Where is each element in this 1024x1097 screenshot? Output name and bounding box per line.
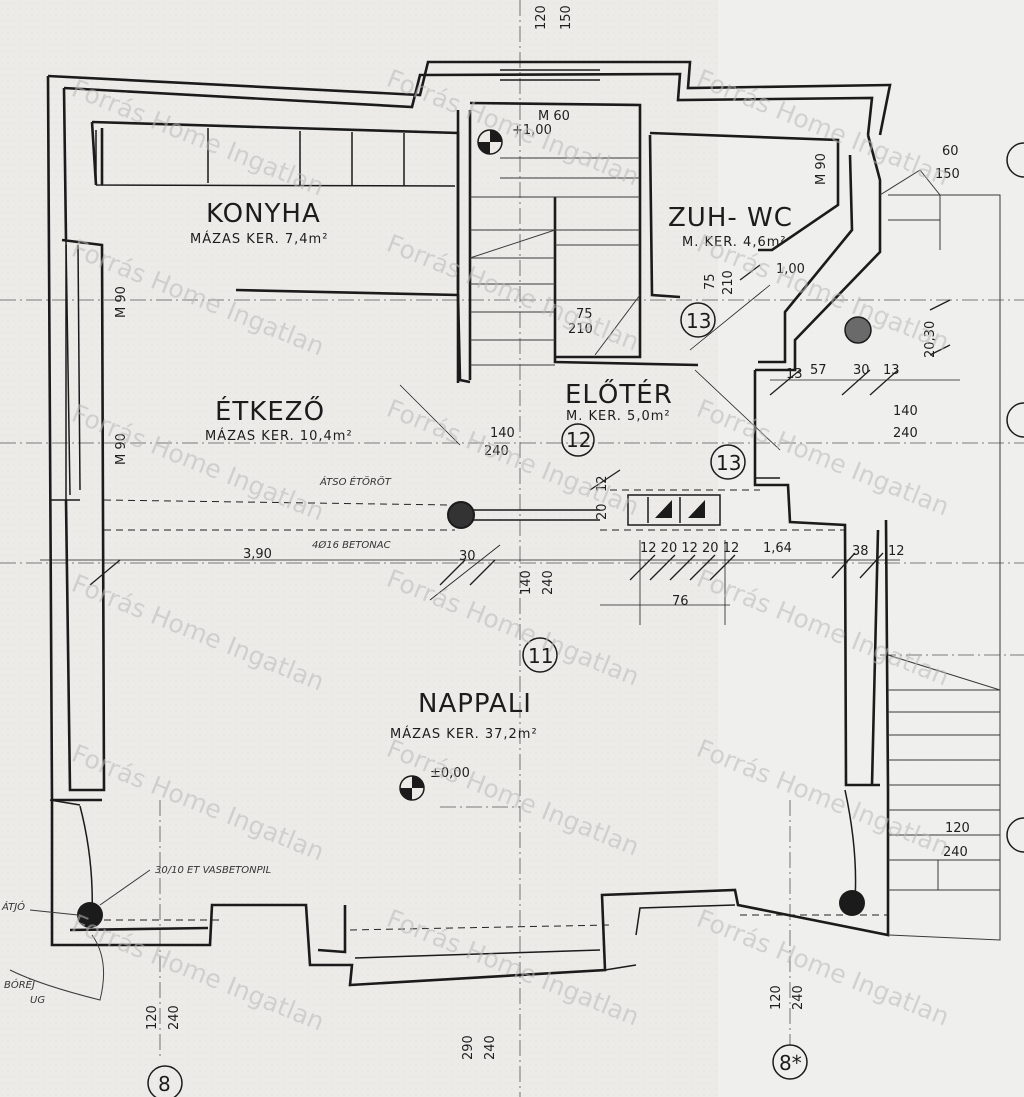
room-floor-eloter: M. KER. 5,0m² (566, 409, 671, 424)
dim-120bl: 120 (145, 1005, 160, 1030)
dim-100: 1,00 (776, 262, 805, 277)
dim-390: 3,90 (243, 547, 272, 562)
dimension-ticks (40, 264, 960, 625)
dim-140a: 140 (893, 404, 918, 419)
room-number-eloter: 12 (566, 428, 591, 452)
staircase (469, 157, 641, 366)
column-right (839, 890, 865, 916)
level-nappali: ±0,00 (430, 766, 470, 781)
dim-top-right-150: 150 (935, 167, 960, 182)
room-floor-nappali: MÁZAS KER. 37,2m² (390, 726, 538, 742)
dim-75b: 75 (703, 273, 718, 290)
dim-38: 38 (852, 544, 869, 559)
dim-top-2: 150 (559, 5, 574, 30)
room-name-etkezo: ÉTKEZŐ (215, 395, 325, 427)
room-floor-konyha: MÁZAS KER. 7,4m² (190, 231, 328, 247)
dim-m60: M 60 (538, 109, 570, 124)
dim-140b: 140 (490, 426, 515, 441)
chimney-round (844, 316, 872, 344)
dim-240bm: 240 (483, 1035, 498, 1060)
dim-12a: 12 (595, 475, 610, 492)
level-stair-top: +1,00 (512, 123, 552, 138)
grid-axis-bottom-right: 8* (779, 1051, 802, 1075)
interior-walls (90, 101, 882, 479)
room-number-circles (147, 142, 1024, 1097)
dim-13a: 13 (786, 367, 803, 382)
right-staircase (879, 169, 1001, 941)
openings (49, 69, 857, 916)
dim-57: 57 (810, 363, 827, 378)
level-marker-stair (477, 129, 503, 155)
dim-120r: 120 (945, 821, 970, 836)
dim-12b: 12 (888, 544, 905, 559)
dim-240b: 240 (484, 444, 509, 459)
dim-120br: 120 (769, 985, 784, 1010)
dim-240br: 240 (791, 985, 806, 1010)
dim-m90-mid: M 90 (114, 433, 129, 465)
dim-m90-right: M 90 (814, 153, 829, 185)
dimension-labels: 120 150 M 60 60 150 M 90 M 90 M 90 75 21… (114, 5, 970, 1060)
column-left (77, 902, 103, 928)
note-left-1: ÁTJÓ (1, 900, 25, 913)
dim-75: 75 (576, 307, 593, 322)
handwritten-notes: ÁTSO ÉTÖRÖT 4Ø16 BETONAC 30/10 ET VASBET… (1, 475, 392, 1006)
columns (77, 316, 872, 928)
dim-290: 290 (461, 1035, 476, 1060)
dim-240bl: 240 (167, 1005, 182, 1030)
dim-140c: 140 (519, 570, 534, 595)
column-center (447, 501, 475, 529)
paper-fold (718, 0, 1024, 1097)
dim-30b: 30 (459, 549, 476, 564)
grid-axis-bottom-left: 8 (158, 1072, 171, 1096)
room-name-zuhwc: ZUH- WC (668, 203, 793, 233)
dim-13b: 13 (883, 363, 900, 378)
room-number-upper-right: 13 (686, 309, 711, 333)
dim-210: 210 (568, 322, 593, 337)
note-column: 30/10 ET VASBETONPIL (155, 865, 271, 876)
level-marker-nappali (399, 775, 425, 801)
room-name-nappali: NAPPALI (418, 689, 532, 719)
dim-164: 1,64 (763, 541, 792, 556)
dim-m90-top: M 90 (114, 286, 129, 318)
dim-seq: 12 20 12 20 12 (640, 541, 739, 556)
room-number-lower-right: 13 (716, 451, 741, 475)
dashed-lines (103, 489, 888, 931)
level-markers (399, 129, 503, 801)
dim-20a: 20 (595, 503, 610, 520)
outer-walls (46, 60, 892, 987)
room-number-nappali: 11 (528, 644, 553, 668)
dim-30: 30 (853, 363, 870, 378)
dim-240c: 240 (541, 570, 556, 595)
dim-240a: 240 (893, 426, 918, 441)
dim-top-right-60: 60 (942, 144, 959, 159)
dim-210b: 210 (721, 270, 736, 295)
room-floor-etkezo: MÁZAS KER. 10,4m² (205, 428, 353, 444)
note-left-2: BÓRÉJ (4, 978, 35, 991)
note-beam-top: ÁTSO ÉTÖRÖT (319, 475, 392, 488)
dim-76: 76 (672, 594, 689, 609)
note-left-3: UG (30, 995, 45, 1006)
room-name-eloter: ELŐTÉR (565, 378, 673, 410)
dim-top-1: 120 (534, 5, 549, 30)
note-beam-bottom: 4Ø16 BETONAC (312, 539, 391, 551)
dim-240r: 240 (943, 845, 968, 860)
room-name-konyha: KONYHA (206, 199, 321, 229)
room-floor-zuhwc: M. KER. 4,6m² (682, 235, 787, 250)
dim-2030: 20,30 (923, 321, 938, 358)
